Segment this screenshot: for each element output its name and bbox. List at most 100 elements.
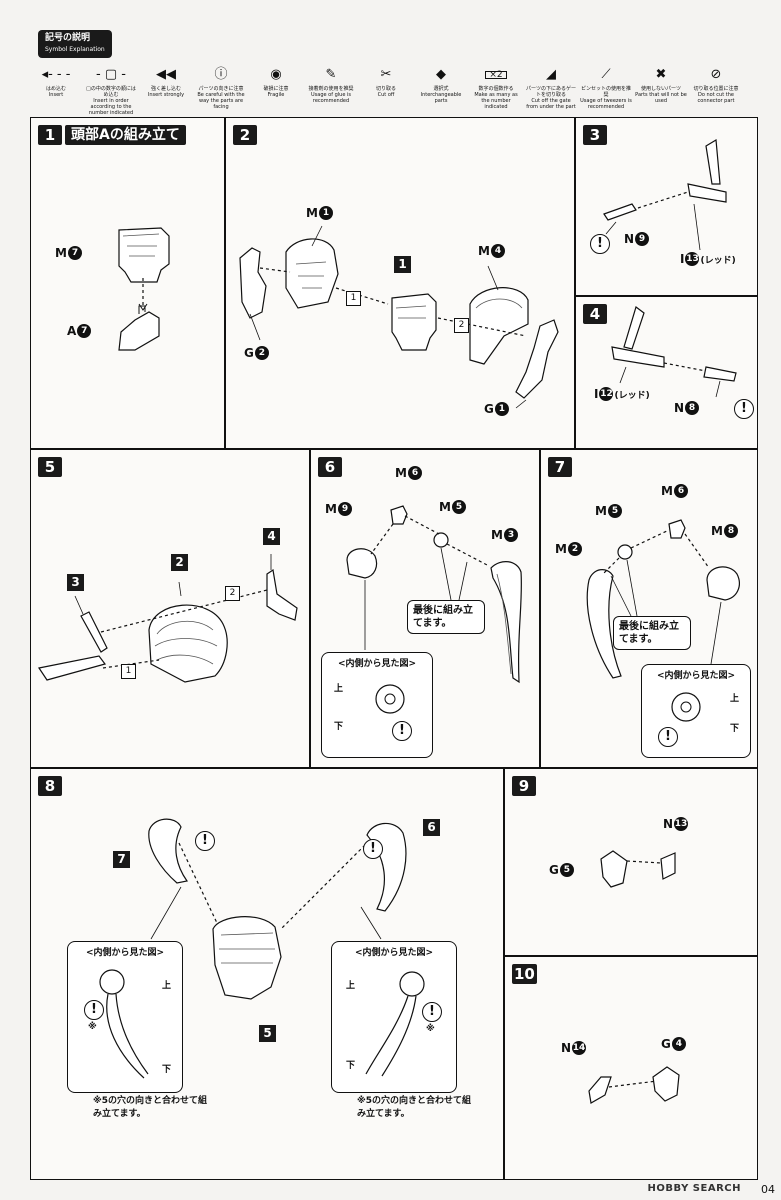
step-4-drawing: [611, 306, 737, 398]
step-6-drawing: [346, 505, 522, 684]
caution-icon: !: [84, 1000, 104, 1020]
inside-view-box: <内側から見た図> 上 下 !: [321, 652, 433, 758]
choice-icon: ◆: [436, 67, 446, 82]
assembly-ref-box: 7: [113, 851, 130, 868]
step-number: 1: [38, 125, 62, 145]
caution-icon: !: [734, 399, 754, 419]
step-number: 5: [38, 457, 62, 477]
step-7-drawing: [586, 519, 740, 679]
arrow-dashed-icon: ◂- - -: [41, 67, 71, 82]
assembly-ref-box: 2: [171, 554, 188, 571]
assembly-ref-box: 5: [259, 1025, 276, 1042]
glue-icon: ✎: [325, 67, 337, 82]
step-number: 2: [233, 125, 257, 145]
step-1-drawing: [118, 227, 170, 351]
caution-icon: !: [658, 727, 678, 747]
inside-view-box: <内側から見た図> 上 下 ! ※: [67, 941, 183, 1093]
step-number: 8: [38, 776, 62, 796]
assembly-note: 最後に組み立てます。: [407, 600, 485, 634]
step-number: 10: [512, 964, 537, 984]
assembly-ref-box: 6: [423, 819, 440, 836]
alignment-note: ※5の穴の向きと合わせて組み立てます。: [357, 1096, 472, 1119]
gate-cut-icon: ◢: [546, 67, 556, 82]
fragile-icon: ◉: [270, 67, 282, 82]
watermark: HOBBY SEARCH: [647, 1183, 741, 1194]
step-number: 9: [512, 776, 536, 796]
unused-icon: ✖: [655, 67, 667, 82]
step-10-drawing: [588, 1066, 680, 1104]
step-5-drawing: [38, 554, 298, 683]
step-9-drawing: [600, 850, 676, 888]
inside-view-box: <内側から見た図> 上 下 ! ※: [331, 941, 457, 1093]
order-number: 2: [225, 586, 240, 601]
assembly-ref-box: 4: [263, 528, 280, 545]
order-number: 1: [346, 291, 361, 306]
caution-icon: !: [195, 831, 215, 851]
step-title: 頭部Aの組み立て: [65, 125, 186, 145]
page-number: 04: [761, 1183, 775, 1196]
step-number: 7: [548, 457, 572, 477]
assembly-ref-box: 3: [67, 574, 84, 591]
step-2-drawing: [239, 225, 559, 409]
caution-icon: !: [422, 1002, 442, 1022]
tweezers-icon: ⟋: [601, 67, 611, 82]
caution-icon: ⓘ: [214, 67, 228, 82]
step-number: 3: [583, 125, 607, 145]
assembly-ref-box: 1: [394, 256, 411, 273]
caution-icon: !: [392, 721, 412, 741]
step-8-drawing: [148, 818, 407, 1000]
legend-title: 記号の説明 Symbol Explanation: [38, 30, 112, 58]
caution-icon: !: [363, 839, 383, 859]
assembly-note: 最後に組み立てます。: [613, 616, 691, 650]
numbered-arrow-icon: - ▢ -: [96, 67, 126, 82]
alignment-note: ※5の穴の向きと合わせて組み立てます。: [93, 1096, 208, 1119]
step-number: 6: [318, 457, 342, 477]
order-number: 1: [121, 664, 136, 679]
step-number: 4: [583, 304, 607, 324]
double-arrow-icon: ◀◀: [156, 67, 176, 82]
cut-position-icon: ⊘: [710, 67, 722, 82]
caution-icon: !: [590, 234, 610, 254]
